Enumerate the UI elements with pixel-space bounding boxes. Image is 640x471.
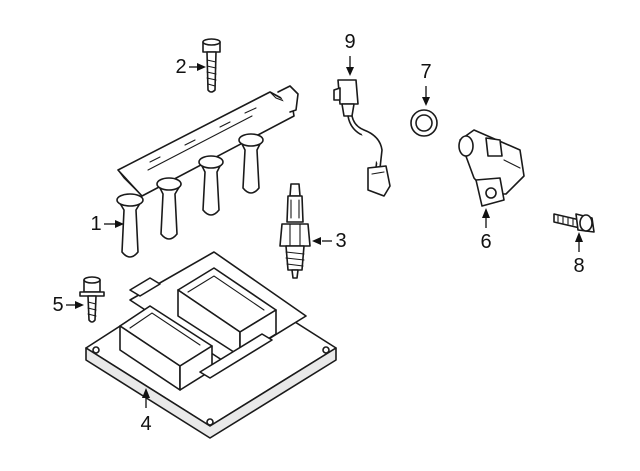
- o-ring[interactable]: [410, 109, 438, 137]
- coil-bolt[interactable]: [202, 38, 221, 93]
- callout-1: 1: [90, 213, 102, 235]
- leader-2: [189, 63, 206, 71]
- callout-5: 5: [52, 294, 64, 316]
- callout-6: 6: [480, 231, 492, 253]
- callout-8: 8: [573, 255, 585, 277]
- spark-plug[interactable]: [279, 183, 311, 279]
- leader-1: [104, 220, 124, 228]
- leader-6: [482, 208, 490, 228]
- leader-5: [66, 301, 84, 309]
- leader-7: [422, 86, 430, 106]
- callout-7: 7: [420, 61, 432, 83]
- callout-4: 4: [140, 413, 152, 435]
- leader-8: [575, 232, 583, 252]
- camshaft-sensor[interactable]: [458, 129, 525, 207]
- callout-9: 9: [344, 31, 356, 53]
- engine-control-module[interactable]: [85, 251, 337, 439]
- sensor-bolt[interactable]: [553, 213, 595, 233]
- leader-9: [346, 56, 354, 76]
- module-bolt[interactable]: [79, 276, 105, 323]
- leader-4: [142, 388, 150, 408]
- ignition-coil-pack[interactable]: [116, 85, 299, 258]
- callout-3: 3: [335, 230, 347, 252]
- sensor-pigtail[interactable]: [333, 79, 391, 197]
- leader-3: [312, 237, 332, 245]
- callout-2: 2: [175, 56, 187, 78]
